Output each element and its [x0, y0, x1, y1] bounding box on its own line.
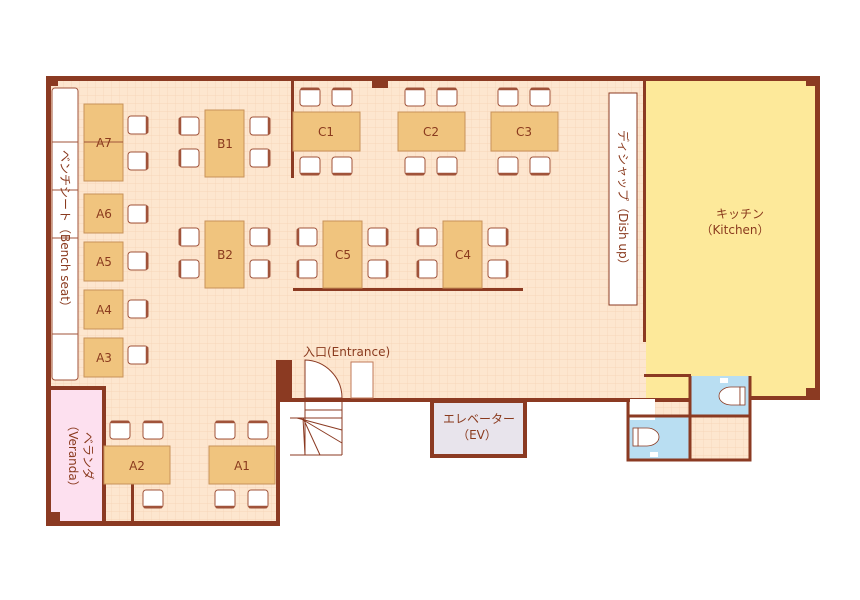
chair-icon: [127, 204, 149, 224]
entrance-label: 入口(Entrance): [303, 345, 390, 359]
tables: A7 A6 A5 A4 A3 A2 A1 B1 B2 C1 C2 C3 C5 C…: [83, 103, 559, 485]
chair-icon: [529, 87, 551, 107]
chair-icon: [214, 420, 236, 440]
toilet-icon: [632, 427, 660, 457]
chair-icon: [127, 151, 149, 171]
table-a4[interactable]: A4: [83, 289, 124, 330]
entrance: 入口(Entrance): [303, 345, 390, 399]
chair-icon: [249, 227, 271, 247]
chair-icon: [178, 116, 200, 136]
chair-icon: [436, 156, 458, 176]
chair-icon: [178, 259, 200, 279]
chair-icon: [331, 156, 353, 176]
bench-seat: ベンチシート（Bench seat）: [51, 87, 79, 381]
table-b1[interactable]: B1: [204, 109, 245, 178]
table-c4[interactable]: C4: [442, 220, 483, 289]
chair-icon: [529, 156, 551, 176]
chair-icon: [416, 259, 438, 279]
table-label: A5: [96, 255, 112, 269]
table-label: A4: [96, 303, 112, 317]
table-label: A1: [234, 459, 250, 473]
elevator-label-jp: エレベーター: [443, 412, 515, 426]
chair-icon: [299, 156, 321, 176]
stairs: [290, 402, 343, 456]
table-label: C1: [318, 125, 334, 139]
chair-icon: [487, 227, 509, 247]
table-c3[interactable]: C3: [490, 111, 559, 152]
chair-icon: [249, 116, 271, 136]
chair-icon: [178, 227, 200, 247]
chair-icon: [178, 148, 200, 168]
chair-icon: [127, 345, 149, 365]
chair-icon: [367, 227, 389, 247]
dish-up-label: ディシャップ（Dish up）: [616, 130, 631, 271]
table-label: C2: [423, 125, 439, 139]
chair-icon: [247, 420, 269, 440]
chair-icon: [367, 259, 389, 279]
table-a5[interactable]: A5: [83, 241, 124, 282]
chair-icon: [142, 489, 164, 509]
chair-icon: [404, 87, 426, 107]
chair-icon: [142, 420, 164, 440]
table-label: A6: [96, 207, 112, 221]
table-a3[interactable]: A3: [83, 337, 124, 378]
veranda-label-jp: ベランダ: [81, 432, 96, 480]
chair-icon: [249, 259, 271, 279]
table-a2[interactable]: A2: [103, 445, 171, 485]
table-c2[interactable]: C2: [397, 111, 466, 152]
table-a6[interactable]: A6: [83, 193, 124, 234]
veranda: ベランダ （Veranda）: [50, 389, 103, 524]
elevator: エレベーター （EV）: [430, 399, 527, 458]
table-label: C4: [455, 248, 471, 262]
bench-seat-label: ベンチシート（Bench seat）: [58, 150, 72, 313]
table-label: A2: [129, 459, 145, 473]
chair-icon: [109, 420, 131, 440]
chair-icon: [331, 87, 353, 107]
table-label: B2: [217, 248, 233, 262]
chair-icon: [497, 156, 519, 176]
table-label: A3: [96, 351, 112, 365]
chair-icon: [296, 227, 318, 247]
chair-icon: [299, 87, 321, 107]
chair-icon: [247, 489, 269, 509]
chair-icon: [127, 299, 149, 319]
table-c5[interactable]: C5: [322, 220, 363, 289]
kitchen-label-en: （Kitchen）: [700, 223, 769, 237]
kitchen: キッチン （Kitchen）: [646, 80, 818, 398]
chair-icon: [404, 156, 426, 176]
chair-icon: [497, 87, 519, 107]
chair-icon: [296, 259, 318, 279]
elevator-label-en: （EV）: [457, 428, 497, 442]
chair-icon: [214, 489, 236, 509]
table-c1[interactable]: C1: [292, 111, 361, 152]
chairs: [109, 87, 551, 509]
chair-icon: [487, 259, 509, 279]
table-label: A7: [96, 136, 112, 150]
table-a7[interactable]: A7: [83, 103, 124, 182]
chair-icon: [249, 148, 271, 168]
table-label: B1: [217, 137, 233, 151]
kitchen-label-jp: キッチン: [716, 207, 764, 221]
entrance-mat: [350, 361, 374, 399]
toilet-icon: [718, 378, 746, 406]
restrooms: [626, 376, 752, 462]
chair-icon: [127, 251, 149, 271]
veranda-label-en: （Veranda）: [66, 419, 80, 493]
chair-icon: [416, 227, 438, 247]
table-label: C3: [516, 125, 532, 139]
door-swing-icon: [304, 359, 343, 399]
table-a1[interactable]: A1: [208, 445, 276, 485]
dish-up-counter: ディシャップ（Dish up）: [608, 92, 638, 306]
chair-icon: [436, 87, 458, 107]
table-label: C5: [335, 248, 351, 262]
chair-icon: [127, 115, 149, 135]
table-b2[interactable]: B2: [204, 220, 245, 289]
